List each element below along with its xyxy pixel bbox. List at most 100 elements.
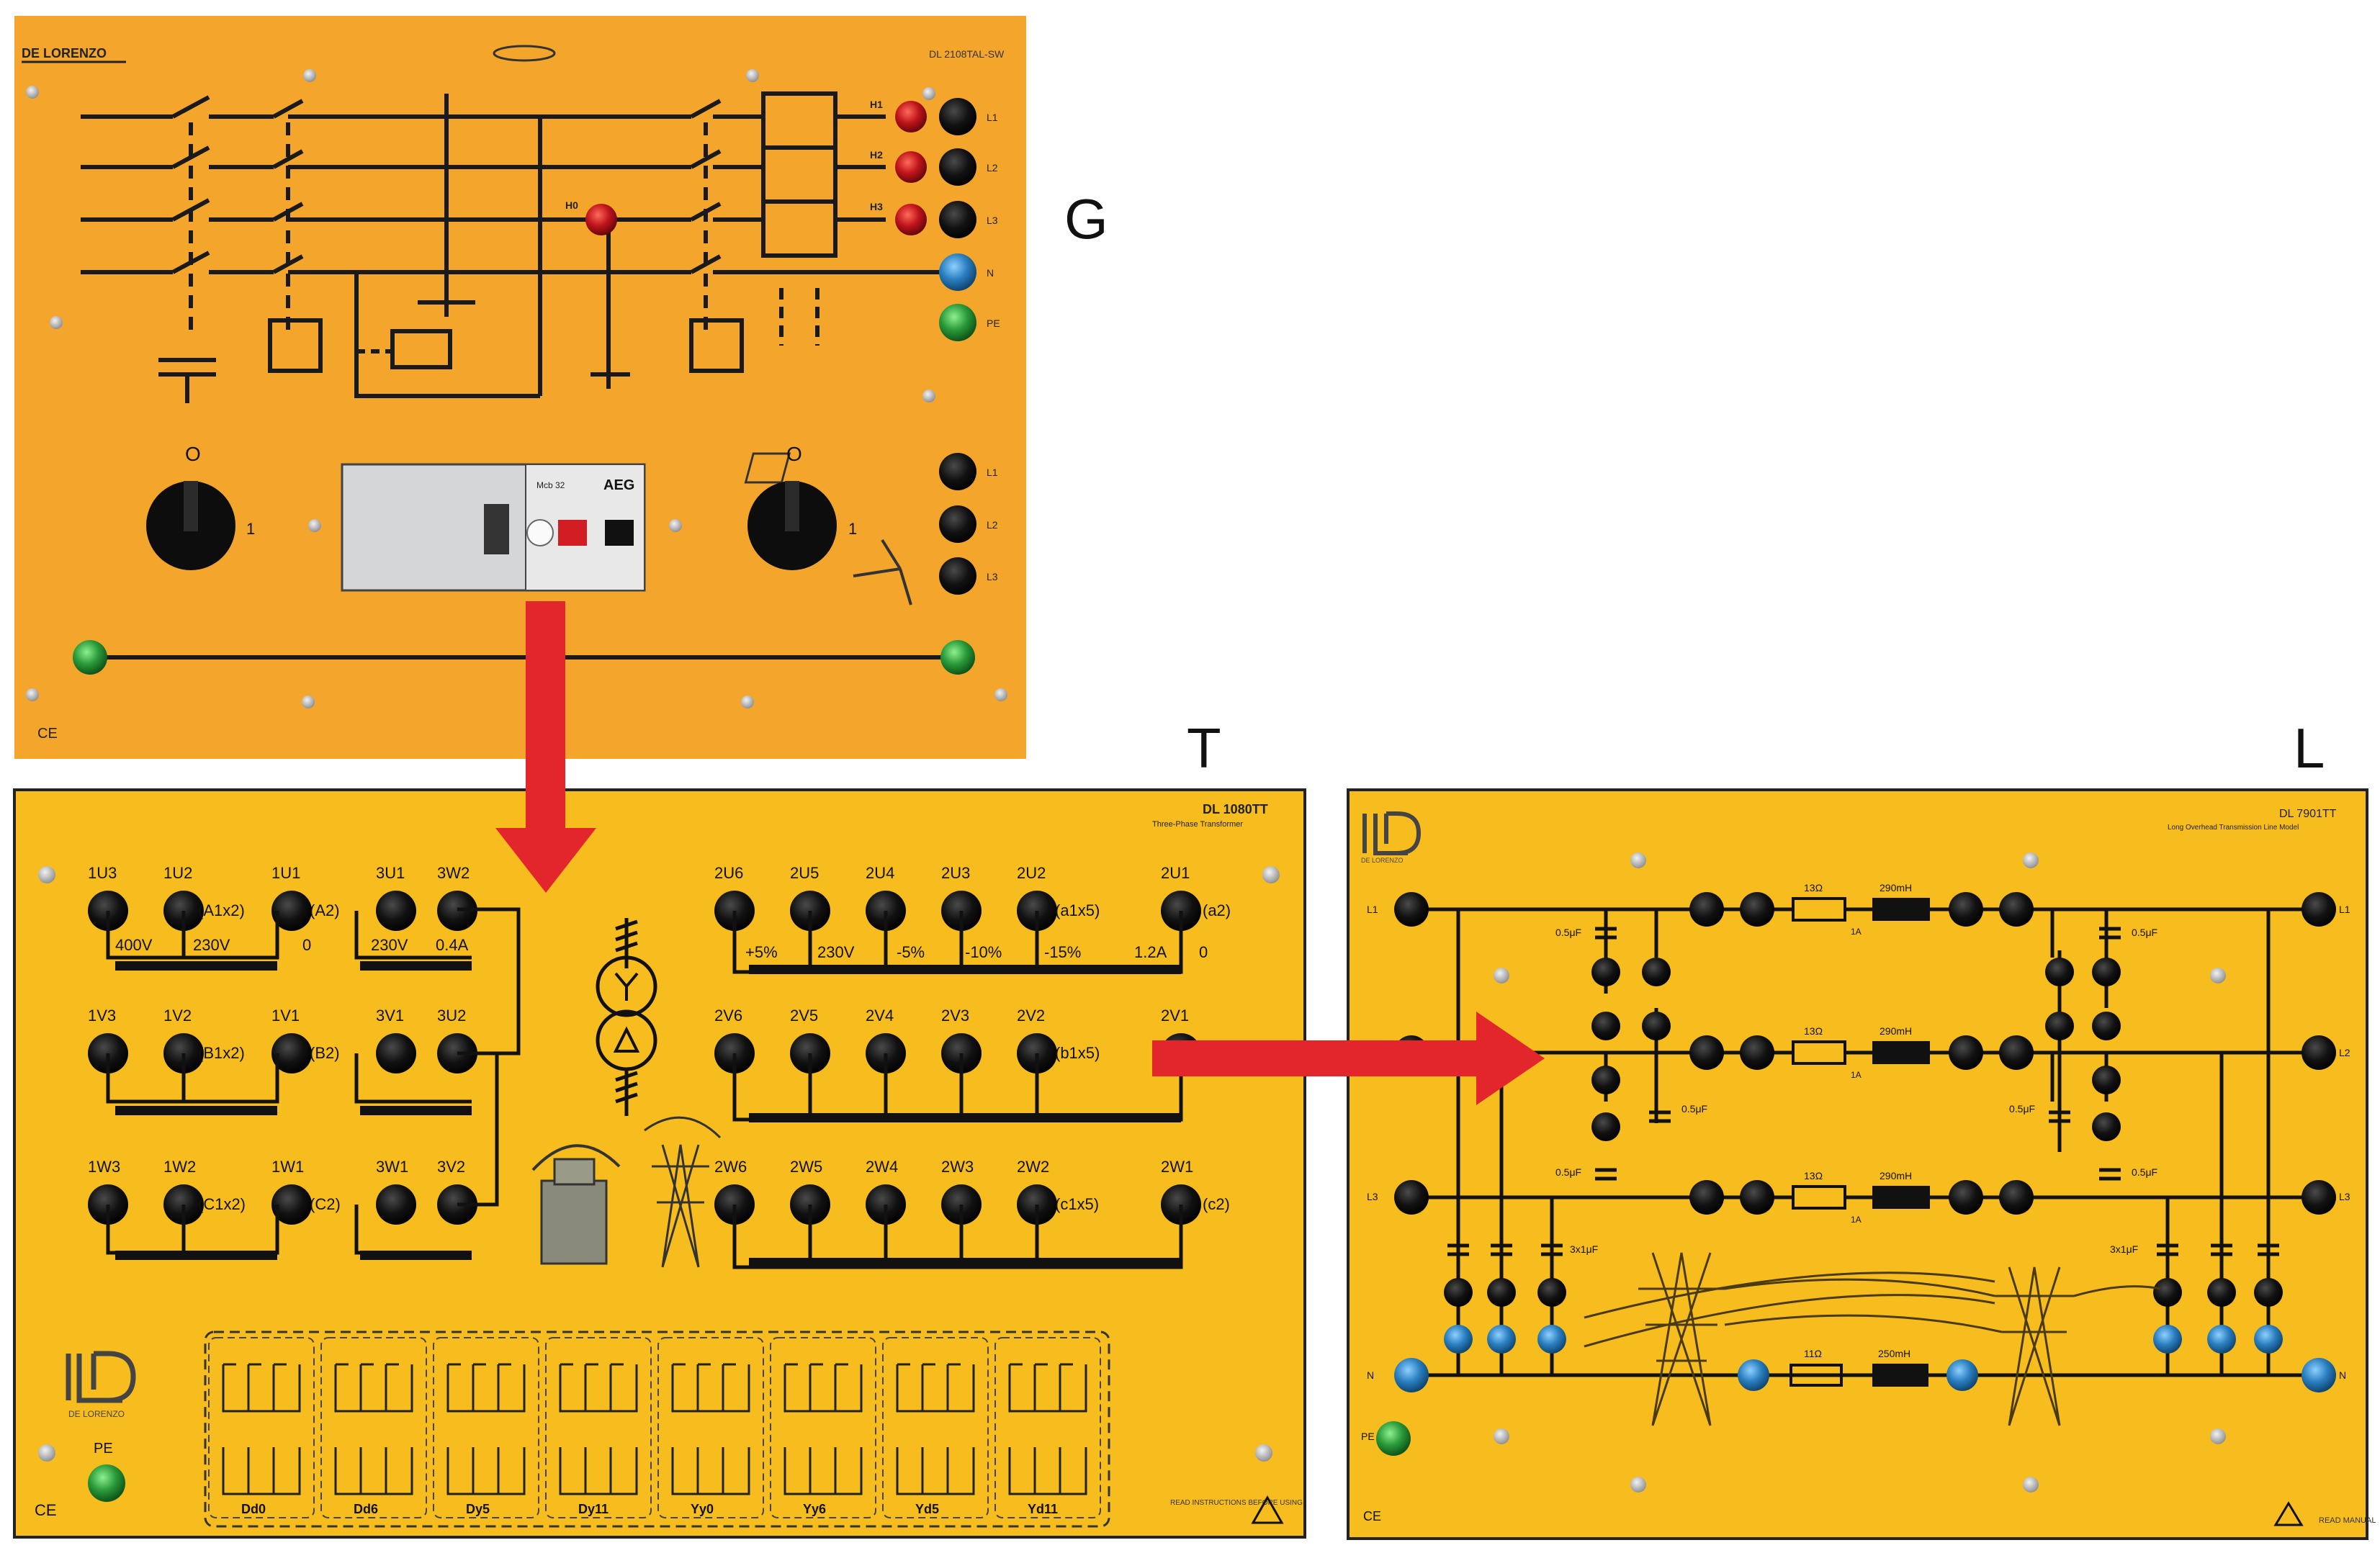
vector-group-yy6: Yy6: [770, 1337, 876, 1518]
lamp-h0: [585, 204, 617, 235]
neutral-socket[interactable]: [2254, 1325, 2283, 1354]
l-pe[interactable]: [1376, 1421, 1411, 1456]
terminal-label: 2V1: [1161, 1007, 1189, 1025]
panel-l-brand: DE LORENZO: [1361, 857, 1404, 864]
line-current-label: 1A: [1851, 1070, 1862, 1080]
terminal-label: 2V2: [1017, 1007, 1045, 1025]
line-socket[interactable]: [1999, 892, 2034, 927]
l-in-l3[interactable]: [1394, 1180, 1429, 1215]
socket-l3[interactable]: [939, 201, 976, 238]
rating-minus5: -5%: [897, 943, 925, 961]
l-in-l1[interactable]: [1394, 892, 1429, 927]
rotary-switch-left[interactable]: O 1: [146, 443, 255, 570]
l-in-n[interactable]: [1394, 1358, 1429, 1392]
jumper-socket[interactable]: [2092, 1012, 2121, 1040]
socket-aux-l3[interactable]: [939, 557, 976, 595]
wind-turbine-icon: [853, 539, 912, 606]
jumper-socket[interactable]: [2045, 958, 2074, 986]
line-socket[interactable]: [1999, 1035, 2034, 1070]
l-out-l3[interactable]: [2302, 1180, 2336, 1215]
panel-t-pe-socket[interactable]: [88, 1464, 125, 1502]
neutral-socket[interactable]: [2207, 1325, 2236, 1354]
l-out-n[interactable]: [2302, 1358, 2336, 1392]
jumper-socket[interactable]: [1591, 1066, 1620, 1094]
neutral-socket[interactable]: [1537, 1325, 1566, 1354]
line-inductor-label: 290mH: [1880, 1025, 1912, 1037]
line-socket[interactable]: [1740, 1180, 1774, 1215]
l-out-l1[interactable]: [2302, 892, 2336, 927]
socket-l2[interactable]: [939, 148, 976, 186]
jumper-socket[interactable]: [1487, 1278, 1516, 1307]
vector-group-label: Dd6: [354, 1502, 378, 1516]
line-socket[interactable]: [1949, 1035, 1983, 1070]
jumper-socket[interactable]: [2153, 1278, 2182, 1307]
rating-sec-230v: 230V: [817, 943, 855, 961]
line-socket[interactable]: [1740, 892, 1774, 927]
line-socket[interactable]: [1689, 1180, 1724, 1215]
earth-socket-left[interactable]: [73, 640, 107, 675]
terminal-label: 2W2: [1017, 1158, 1049, 1176]
neutral-socket[interactable]: [2153, 1325, 2182, 1354]
panel-l-screws: [1494, 852, 2226, 1493]
jumper-socket[interactable]: [2045, 1012, 2074, 1040]
line-socket[interactable]: [1999, 1180, 2034, 1215]
rotary-switch-right[interactable]: O 1: [747, 443, 857, 570]
panel-t-pe-label: PE: [94, 1441, 113, 1457]
l-label-pe: PE: [1361, 1431, 1375, 1442]
jumper-socket[interactable]: [2092, 1066, 2121, 1094]
terminal-label: 3U2: [437, 1007, 466, 1025]
jumper-socket[interactable]: [2092, 958, 2121, 986]
line-socket[interactable]: [1689, 1035, 1724, 1070]
arrow-t-to-l-head: [1476, 1012, 1545, 1105]
jumper-socket[interactable]: [2207, 1278, 2236, 1307]
jumper-socket[interactable]: [1591, 1112, 1620, 1141]
line-socket[interactable]: [1949, 1180, 1983, 1215]
rating-0: 0: [302, 936, 311, 954]
socket-l1[interactable]: [939, 98, 976, 135]
neutral-mid-socket-right[interactable]: [1946, 1359, 1978, 1391]
panel-l-body: [1347, 788, 2368, 1540]
lamp-h1: [895, 101, 927, 132]
socket-aux-l2[interactable]: [939, 505, 976, 543]
terminal-3w1[interactable]: [376, 1184, 416, 1225]
terminal-3u1[interactable]: [376, 891, 416, 931]
terminal-1u1[interactable]: [271, 891, 312, 931]
terminal-3v1[interactable]: [376, 1033, 416, 1073]
jumper-socket[interactable]: [1537, 1278, 1566, 1307]
jumper-socket[interactable]: [2254, 1278, 2283, 1307]
jumper-socket[interactable]: [1591, 1012, 1620, 1040]
socket-aux-l1[interactable]: [939, 453, 976, 490]
label-l1: L1: [987, 112, 998, 123]
terminal-label: 3W2: [437, 864, 470, 882]
rcd-test-button[interactable]: [558, 520, 587, 546]
line-resistor-label: 13Ω: [1804, 882, 1823, 893]
jumper-socket[interactable]: [1591, 958, 1620, 986]
line-inductor: [1872, 1186, 1930, 1209]
jumper-socket[interactable]: [1642, 958, 1671, 986]
jumper-socket[interactable]: [2092, 1112, 2121, 1141]
vector-group-yd11: Yd11: [994, 1337, 1101, 1518]
jumper-socket[interactable]: [1444, 1278, 1473, 1307]
vector-group-label: Dy11: [578, 1502, 609, 1516]
terminal-1v1[interactable]: [271, 1033, 312, 1073]
l-out-l2[interactable]: [2302, 1035, 2336, 1070]
rating-230v: 230V: [193, 936, 230, 954]
rating-400v: 400V: [115, 936, 153, 954]
rcd-breaker[interactable]: Mcb 32 AEG: [341, 463, 646, 592]
neutral-mid-socket-left[interactable]: [1738, 1359, 1769, 1391]
earth-socket-right[interactable]: [940, 640, 975, 675]
line-inductor: [1872, 898, 1930, 921]
line-socket[interactable]: [1689, 892, 1724, 927]
terminal-1w1[interactable]: [271, 1184, 312, 1225]
panel-l-label: L: [2294, 716, 2325, 780]
line-inductor-label: 290mH: [1880, 1170, 1912, 1181]
socket-pe[interactable]: [939, 304, 976, 341]
neutral-socket[interactable]: [1487, 1325, 1516, 1354]
panel-g-sockets: L1 L2 L3 N PE L1 L2 L3: [939, 98, 1000, 595]
jumper-socket[interactable]: [1642, 1012, 1671, 1040]
line-socket[interactable]: [1949, 892, 1983, 927]
neutral-socket[interactable]: [1444, 1325, 1473, 1354]
line-socket[interactable]: [1740, 1035, 1774, 1070]
socket-n[interactable]: [939, 253, 976, 291]
